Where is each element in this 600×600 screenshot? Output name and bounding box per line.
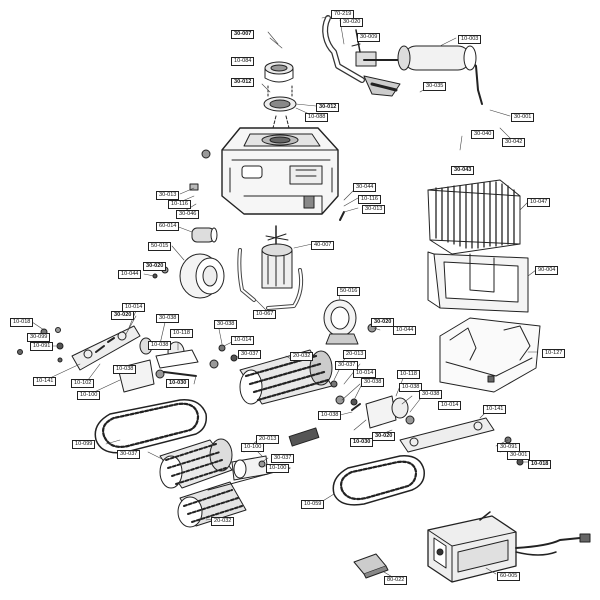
callout-30-038-b: 30-038 (214, 320, 238, 329)
callout-10-141-l: 10-141 (33, 377, 57, 386)
left-roller-brush (159, 427, 320, 528)
callout-30-044: 30-044 (353, 183, 377, 192)
center-roller-brush (239, 349, 345, 405)
callout-30-043: 30-043 (451, 166, 475, 175)
callout-10-038-a: 10-038 (148, 341, 172, 350)
filter-frame (427, 251, 529, 313)
callout-10-091-l: 10-091 (30, 342, 54, 351)
callout-30-020-bottom: 30-020 (372, 432, 396, 441)
callout-10-038-c: 10-038 (399, 383, 423, 392)
side-covers (179, 253, 377, 345)
callout-30-020-left: 30-020 (111, 311, 135, 320)
callout-10-100-r: 10-100 (266, 464, 290, 473)
callout-20-032-top: 20-032 (290, 352, 314, 361)
callout-50-016: 50-016 (337, 287, 361, 296)
callout-10-088: 10-088 (305, 113, 329, 122)
callout-10-003: 10-003 (458, 35, 482, 44)
callout-10-030-l: 10-030 (166, 379, 190, 388)
callout-10-100-l: 10-100 (77, 391, 101, 400)
callout-10-018-l: 10-018 (10, 318, 34, 327)
callout-10-047: 10-047 (527, 198, 551, 207)
callout-10-067: 10-067 (253, 310, 277, 319)
callout-30-099: 30-099 (27, 333, 51, 342)
callout-60-014: 60-014 (156, 222, 180, 231)
callout-10-100-m: 10-100 (241, 443, 265, 452)
right-gears (350, 395, 415, 429)
callout-10-059: 10-059 (301, 500, 325, 509)
left-track (94, 399, 208, 454)
callout-10-118-a: 10-118 (170, 329, 194, 338)
callout-10-084: 10-084 (231, 57, 255, 66)
callout-30-038-d: 30-038 (419, 390, 443, 399)
callout-30-038-a: 30-038 (156, 314, 180, 323)
callout-10-014-c: 10-014 (353, 369, 377, 378)
callout-30-042: 30-042 (502, 138, 526, 147)
callout-30-046: 30-046 (176, 210, 200, 219)
callout-30-020-top: 30-020 (340, 18, 364, 27)
callout-90-004: 90-004 (535, 266, 559, 275)
callout-30-012-a: 30-012 (231, 78, 255, 87)
callout-80-022: 80-022 (384, 576, 408, 585)
callout-30-035: 30-035 (423, 82, 447, 91)
base-plate (439, 317, 541, 393)
callout-30-013-r: 30-013 (362, 205, 386, 214)
callout-10-014-b: 10-014 (231, 336, 255, 345)
callout-30-012-b: 30-012 (316, 103, 340, 112)
callout-30-040: 30-040 (471, 130, 495, 139)
callout-10-038-b: 10-038 (113, 365, 137, 374)
callout-60-005: 60-005 (497, 572, 521, 581)
callout-20-032-bottom: 20-032 (211, 517, 235, 526)
callout-30-001: 30-001 (511, 113, 535, 122)
callout-10-141-r: 10-141 (483, 405, 507, 414)
callout-10-044-r: 10-044 (393, 326, 417, 335)
handle-assembly (322, 15, 483, 105)
lid-parts (263, 61, 297, 141)
callout-20-013-top: 20-013 (343, 350, 367, 359)
callout-10-038-d: 10-038 (318, 411, 342, 420)
callout-30-009: 30-009 (357, 33, 381, 42)
filter-basket (427, 179, 521, 255)
callout-30-013-l: 30-013 (156, 191, 180, 200)
pump-motor (237, 225, 304, 310)
callout-10-118-b: 10-118 (397, 370, 421, 379)
callout-30-037-c: 30-037 (117, 450, 141, 459)
remote-control (353, 553, 389, 579)
callout-30-037-a: 30-037 (238, 350, 262, 359)
callout-10-116-l: 10-116 (168, 200, 192, 209)
callout-10-116-r: 10-116 (358, 195, 382, 204)
callout-30-020-mid: 30-020 (143, 262, 167, 271)
power-supply (427, 511, 591, 583)
right-track (332, 455, 425, 506)
callout-30-037-d: 30-037 (271, 454, 295, 463)
motor-housing (221, 127, 339, 215)
callout-20-013-bottom: 20-013 (256, 435, 280, 444)
callout-10-127: 10-127 (542, 349, 566, 358)
callout-30-001-r: 30-001 (507, 451, 531, 460)
callout-30-037-b: 30-037 (335, 361, 359, 370)
callout-10-014-d: 10-014 (438, 401, 462, 410)
callout-30-038-c: 30-038 (361, 378, 385, 387)
callout-10-044-l: 10-044 (118, 270, 142, 279)
callout-40-007: 40-007 (311, 241, 335, 250)
callout-30-007: 30-007 (231, 30, 255, 39)
callout-10-099: 10-099 (72, 440, 96, 449)
callout-10-030-r: 10-030 (350, 438, 374, 447)
callout-10-102: 10-102 (71, 379, 95, 388)
callout-30-020-right: 30-020 (371, 318, 395, 327)
callout-10-018-r: 10-018 (528, 460, 552, 469)
callout-50-015: 50-015 (148, 242, 172, 251)
